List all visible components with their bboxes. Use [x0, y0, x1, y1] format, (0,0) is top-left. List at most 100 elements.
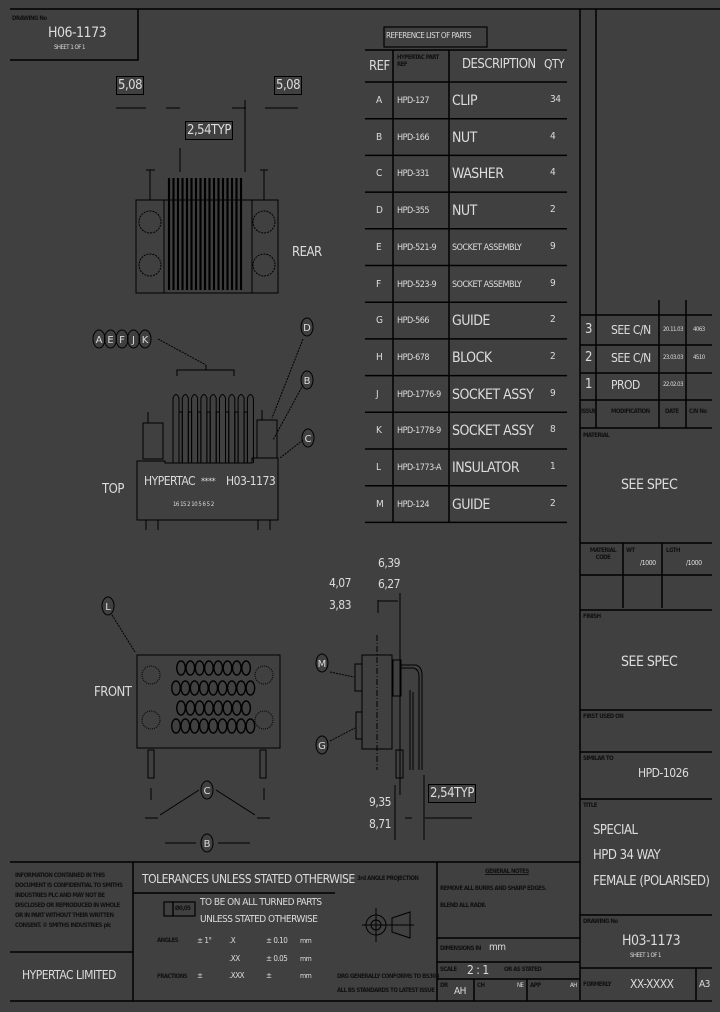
general-notes-line-2: BLEND ALL RADII.	[440, 902, 486, 909]
contact-hole	[213, 660, 224, 676]
callout-balloon: C	[301, 428, 315, 448]
length-unit: /1000	[686, 559, 702, 567]
finish-label: FINISH	[583, 613, 601, 620]
confidential-line: DISCLOSED OR REPRODUCED IN WHOLE	[15, 902, 120, 909]
top-pin	[181, 394, 189, 463]
part-ref: K	[376, 425, 382, 437]
dim-rear-pitch: 2,54TYP	[185, 121, 233, 140]
dim-side-b1: 6,39	[378, 556, 401, 570]
front-view-drawing	[111, 614, 281, 844]
similar-to-value: HPD-1026	[638, 766, 689, 780]
tol-x3-unit: mm	[300, 972, 312, 980]
contact-hole	[180, 680, 191, 696]
callout-letter: E	[107, 335, 113, 346]
top-marking-stars: ****	[201, 477, 216, 487]
rev-issue: 1	[585, 377, 592, 392]
part-ref: J	[376, 388, 379, 400]
part-description: BLOCK	[452, 349, 492, 366]
callout-balloon: F	[115, 329, 129, 349]
part-qty: 34	[550, 94, 561, 105]
dimensions-in-value: mm	[489, 942, 506, 953]
dim-side-c2: 8,71	[369, 817, 392, 831]
part-description: SOCKET ASSEMBLY	[452, 279, 522, 290]
top-marking-numbers: 16 15 2 10 5 6 5 2	[173, 501, 214, 508]
fractions-value: ±	[197, 971, 203, 980]
rev-cn: 4063	[693, 326, 705, 333]
part-description: NUT	[452, 203, 477, 220]
parts-list-grid	[365, 26, 567, 524]
fractions-label: FRACTIONS	[157, 973, 188, 980]
tolerance-turned-1: TO BE ON ALL TURNED PARTS	[200, 897, 322, 908]
callout-balloon: C	[200, 780, 214, 800]
confidential-line: DOCUMENT IS CONFIDENTIAL TO SMITHS	[15, 882, 123, 889]
part-description: GUIDE	[452, 496, 490, 513]
general-notes-title: GENERAL NOTES	[485, 868, 529, 875]
rev-cn: 4510	[693, 353, 705, 361]
top-view-drawing	[136, 338, 304, 530]
dim-rear-left: 5,08	[116, 76, 145, 95]
drawing-no-label: DRAWING No	[583, 918, 618, 925]
callout-letter: B	[304, 376, 311, 387]
part-number: HPD-521-9	[397, 242, 437, 253]
part-qty: 2	[550, 497, 556, 509]
part-number: HPD-678	[397, 352, 430, 363]
dim-rear-right: 5,08	[274, 76, 303, 95]
callout-balloon: M	[315, 653, 329, 673]
contact-hole	[217, 680, 228, 696]
material-code-label: MATERIAL CODE	[589, 547, 617, 561]
dimensions-in-label: DIMENSIONS IN	[440, 945, 481, 952]
part-qty: 2	[550, 314, 556, 326]
part-description: NUT	[452, 129, 477, 146]
drawing-number: H03-1173	[622, 933, 681, 949]
conforms-line-1: DRG GENERALLY CONFORMS TO BS308	[337, 973, 439, 980]
rev-modification: SEE C/N	[611, 323, 651, 337]
title-line-3: FEMALE (POLARISED)	[593, 874, 710, 889]
contact-hole	[189, 680, 200, 696]
part-number: HPD-124	[397, 499, 430, 510]
angles-label: ANGLES	[157, 937, 179, 944]
part-ref: H	[376, 351, 383, 363]
corner-drawing-number: H06-1173	[48, 25, 107, 41]
top-pin	[228, 394, 236, 463]
contact-hole	[241, 700, 252, 716]
parts-header-description: DESCRIPTION	[462, 57, 536, 72]
part-qty: 2	[550, 350, 556, 362]
part-number: HPD-1776-9	[397, 389, 441, 400]
contact-hole	[213, 700, 224, 716]
confidential-line: INFORMATION CONTAINED IN THIS	[15, 872, 105, 879]
tol-x2-unit: mm	[300, 955, 312, 963]
part-qty: 1	[550, 461, 556, 472]
top-pin	[219, 394, 226, 463]
third-angle-symbol	[362, 908, 414, 942]
part-ref: M	[376, 498, 384, 510]
first-used-on-label: FIRST USED ON	[583, 713, 624, 720]
callout-balloon: E	[104, 329, 117, 349]
dim-side-pitch: 2,54TYP	[428, 784, 476, 803]
top-pin	[191, 394, 199, 463]
part-ref: G	[376, 315, 383, 327]
part-description: SOCKET ASSY	[452, 386, 534, 403]
contact-hole	[245, 680, 256, 696]
view-label-rear: REAR	[292, 245, 322, 260]
contact-hole	[208, 680, 219, 696]
callout-letter: G	[318, 741, 326, 752]
contact-hole	[189, 718, 200, 734]
tol-x3-value: ±	[266, 971, 272, 980]
part-number: HPD-1773-A	[397, 463, 442, 473]
part-ref: F	[376, 278, 381, 290]
callout-letter: L	[105, 602, 111, 613]
corner-sheet: SHEET 1 OF 1	[54, 44, 85, 51]
callout-letter: D	[303, 323, 311, 334]
rev-header-issue: ISSUE	[581, 408, 597, 415]
contact-hole	[175, 700, 186, 716]
contact-hole	[170, 718, 181, 734]
dr-value: AH	[454, 986, 466, 997]
rev-modification: SEE C/N	[611, 350, 651, 365]
length-label: LGTH	[666, 547, 680, 554]
contact-hole	[226, 718, 237, 734]
conforms-line-2: ALL BS STANDARDS TO LATEST ISSUE	[337, 987, 435, 994]
general-notes-line-1: REMOVE ALL BURRS AND SHARP EDGES.	[440, 885, 547, 892]
title-line-1: SPECIAL	[593, 823, 638, 838]
part-description: INSULATOR	[452, 460, 520, 476]
